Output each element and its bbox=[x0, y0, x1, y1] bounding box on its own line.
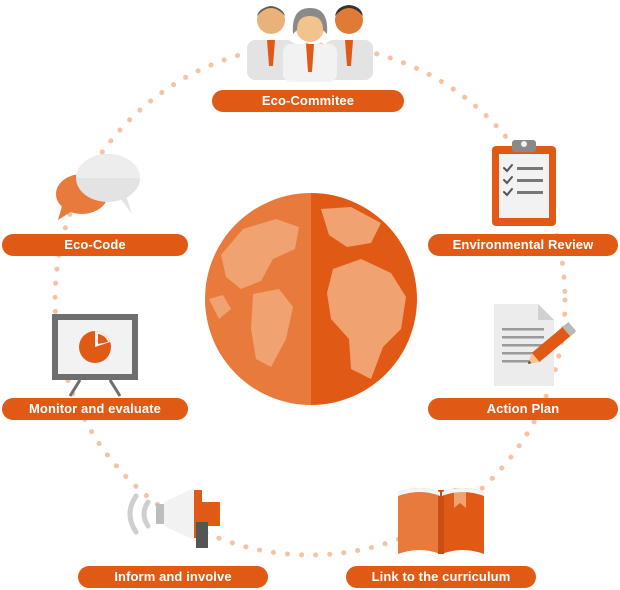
step-label-inform-and-involve: Inform and involve bbox=[78, 566, 268, 588]
document-pencil-icon bbox=[494, 304, 577, 386]
step-label-link-to-curriculum: Link to the curriculum bbox=[346, 566, 536, 588]
megaphone-icon bbox=[127, 488, 220, 548]
clipboard-checklist-icon bbox=[492, 140, 556, 226]
globe-icon bbox=[205, 193, 417, 405]
step-label-monitor-and-evaluate: Monitor and evaluate bbox=[2, 398, 188, 420]
step-label-eco-code: Eco-Code bbox=[2, 234, 188, 256]
step-label-environmental-review: Environmental Review bbox=[428, 234, 618, 256]
step-label-eco-committee: Eco-Commitee bbox=[212, 90, 404, 112]
speech-bubbles-icon bbox=[56, 154, 140, 220]
presentation-chart-icon bbox=[52, 314, 138, 397]
book-icon bbox=[398, 488, 484, 554]
people-icon bbox=[247, 5, 373, 82]
step-label-action-plan: Action Plan bbox=[428, 398, 618, 420]
